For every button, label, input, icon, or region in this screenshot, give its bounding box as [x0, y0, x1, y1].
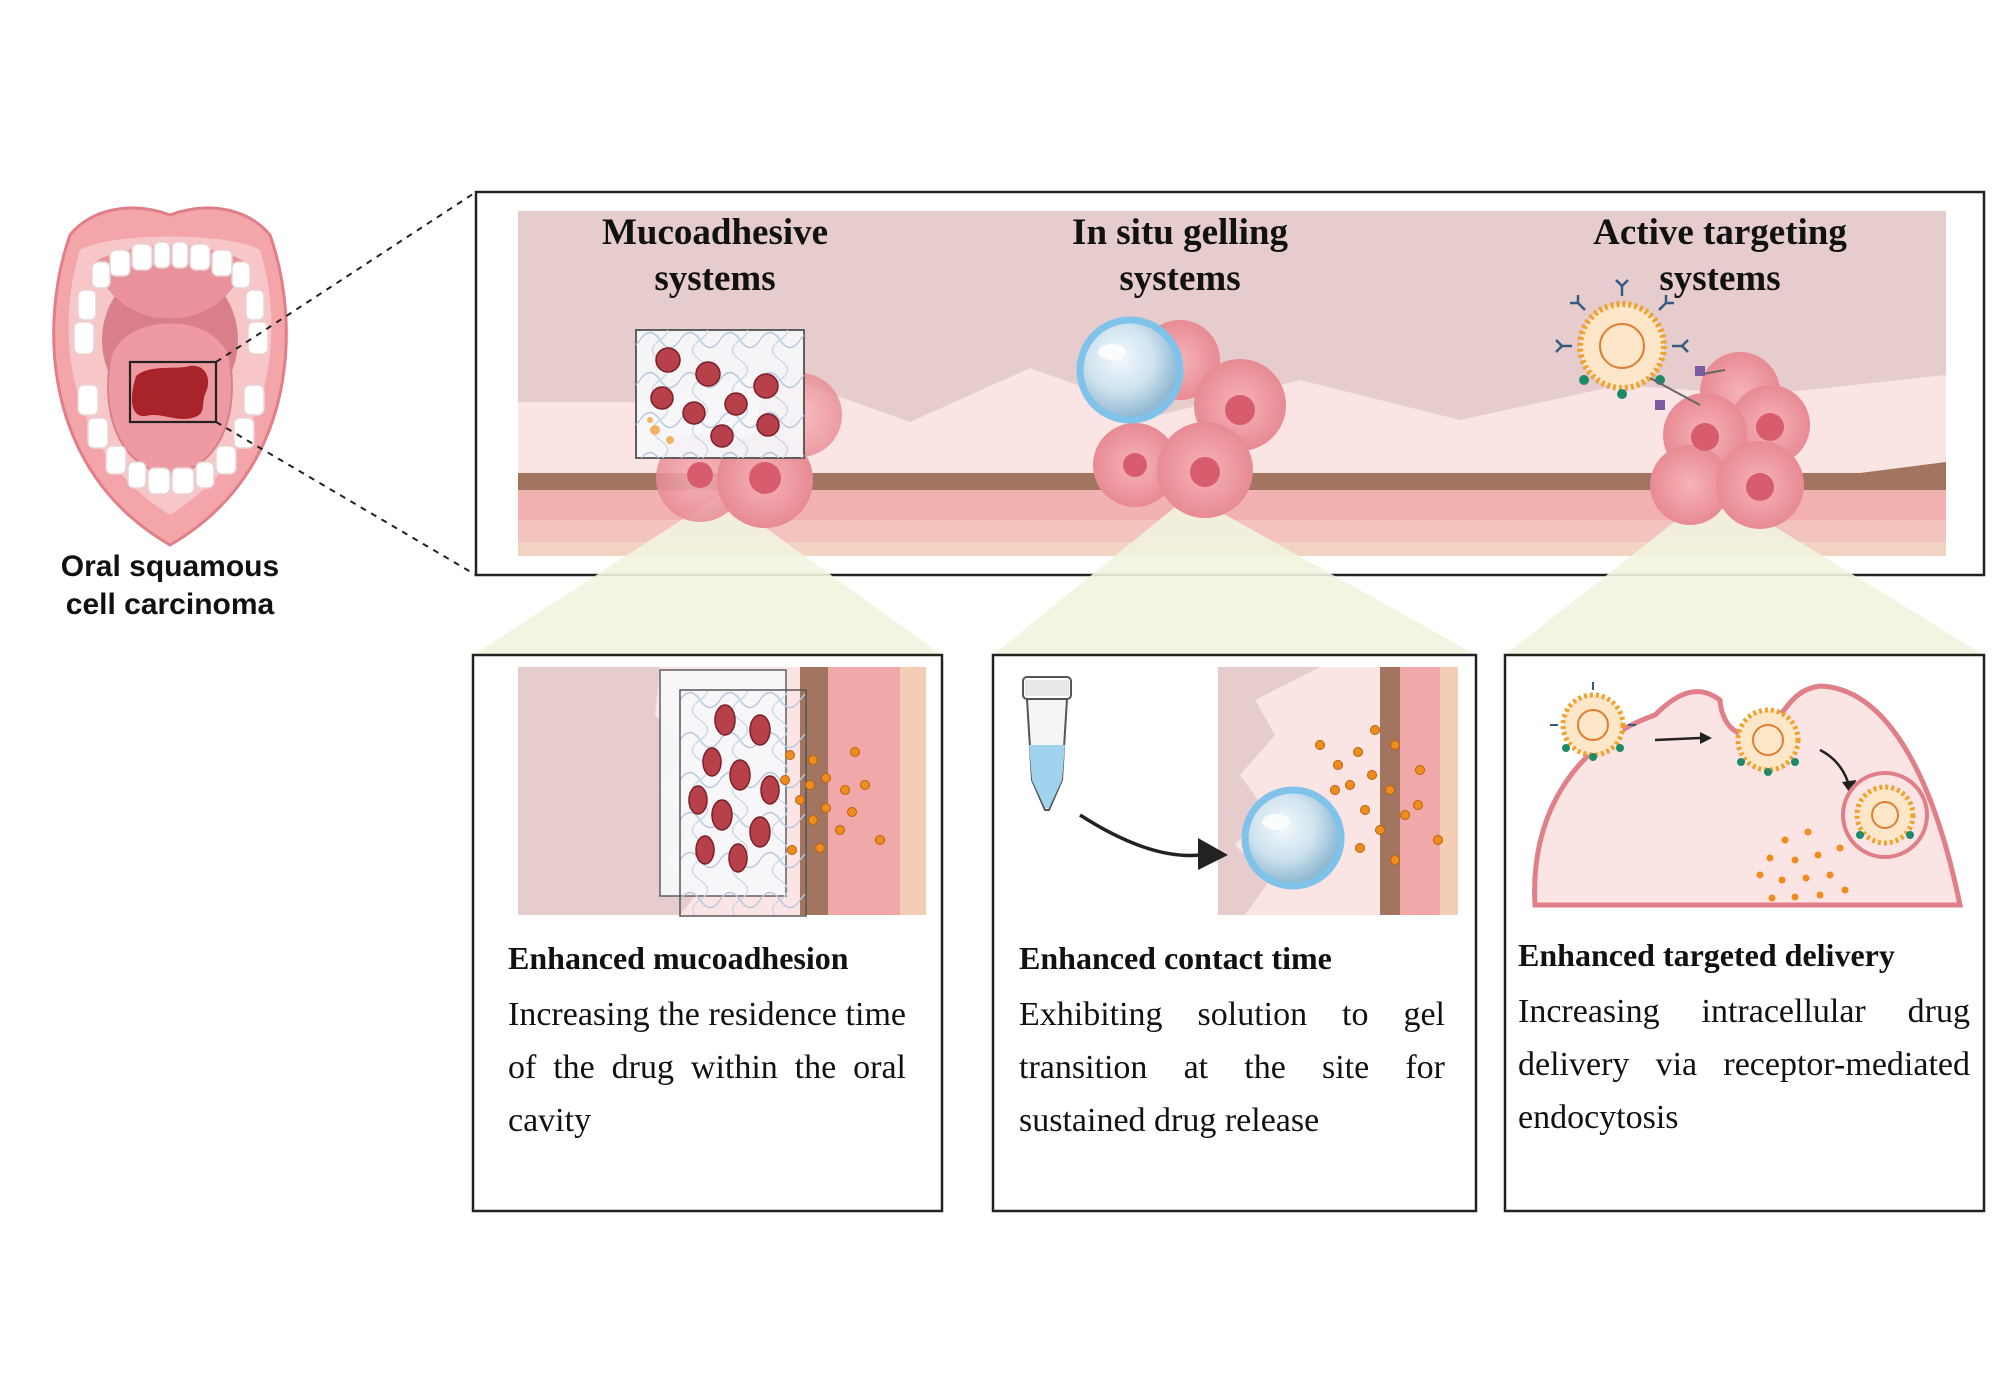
system-title-active-targeting: Active targeting systems — [1510, 210, 1930, 302]
system-title-line2: systems — [654, 258, 776, 299]
endosome — [1841, 771, 1929, 859]
system-title-line2: systems — [1119, 258, 1241, 299]
mouth-caption: Oral squamous cell carcinoma — [20, 548, 320, 624]
zoom-line-bottom — [215, 421, 477, 576]
panel-heading: Enhanced mucoadhesion — [508, 940, 849, 976]
zoom-box — [128, 360, 218, 424]
beam-3 — [1505, 490, 1984, 655]
panel-2-illustration — [1022, 667, 1458, 915]
panel-1-illustration — [518, 667, 926, 917]
panel-heading: Enhanced contact time — [1019, 940, 1332, 976]
cancer-cells-3 — [1650, 352, 1810, 529]
system-title-line1: In situ gelling — [1072, 212, 1288, 253]
system-title-line1: Mucoadhesive — [601, 212, 829, 253]
system-title-line1: Active targeting — [1593, 212, 1847, 253]
panel-body: Increasing the residence time of the dru… — [508, 996, 906, 1139]
gel-sphere-top — [1076, 316, 1184, 424]
mouth-caption-line2: cell carcinoma — [65, 588, 275, 621]
arrow-head — [1198, 838, 1228, 870]
mucoadhesive-patch — [635, 329, 805, 459]
beam-1 — [473, 495, 942, 655]
panel-2-text: Enhanced contact time Exhibiting solutio… — [1019, 938, 1445, 1147]
lower-teeth — [77, 384, 265, 495]
panel-body: Exhibiting solution to gel transition at… — [1019, 996, 1445, 1139]
nanoparticle-budding — [1735, 707, 1801, 776]
nanoparticle-outside — [1550, 682, 1636, 761]
system-title-mucoadhesive: Mucoadhesive systems — [505, 210, 925, 302]
system-title-line2: systems — [1659, 258, 1781, 299]
system-title-in-situ-gelling: In situ gelling systems — [970, 210, 1390, 302]
tube-icon — [1022, 676, 1072, 811]
panel-body: Increasing intracellular drug delivery v… — [1518, 993, 1970, 1136]
mouth-caption-line1: Oral squamous — [60, 550, 280, 583]
panel-1-text: Enhanced mucoadhesion Increasing the res… — [508, 938, 906, 1147]
upper-teeth — [73, 241, 269, 355]
tumor-lesion — [131, 365, 209, 419]
zoom-line-top — [215, 191, 477, 363]
beam-2 — [993, 495, 1476, 655]
panel-3-text: Enhanced targeted delivery Increasing in… — [1518, 935, 1970, 1144]
panel-3-illustration — [1532, 682, 1964, 908]
panel-heading: Enhanced targeted delivery — [1518, 937, 1895, 973]
targeted-nanoparticle-top — [1555, 279, 1726, 410]
arrow-curve — [1079, 813, 1201, 858]
mouth-illustration — [52, 206, 288, 547]
